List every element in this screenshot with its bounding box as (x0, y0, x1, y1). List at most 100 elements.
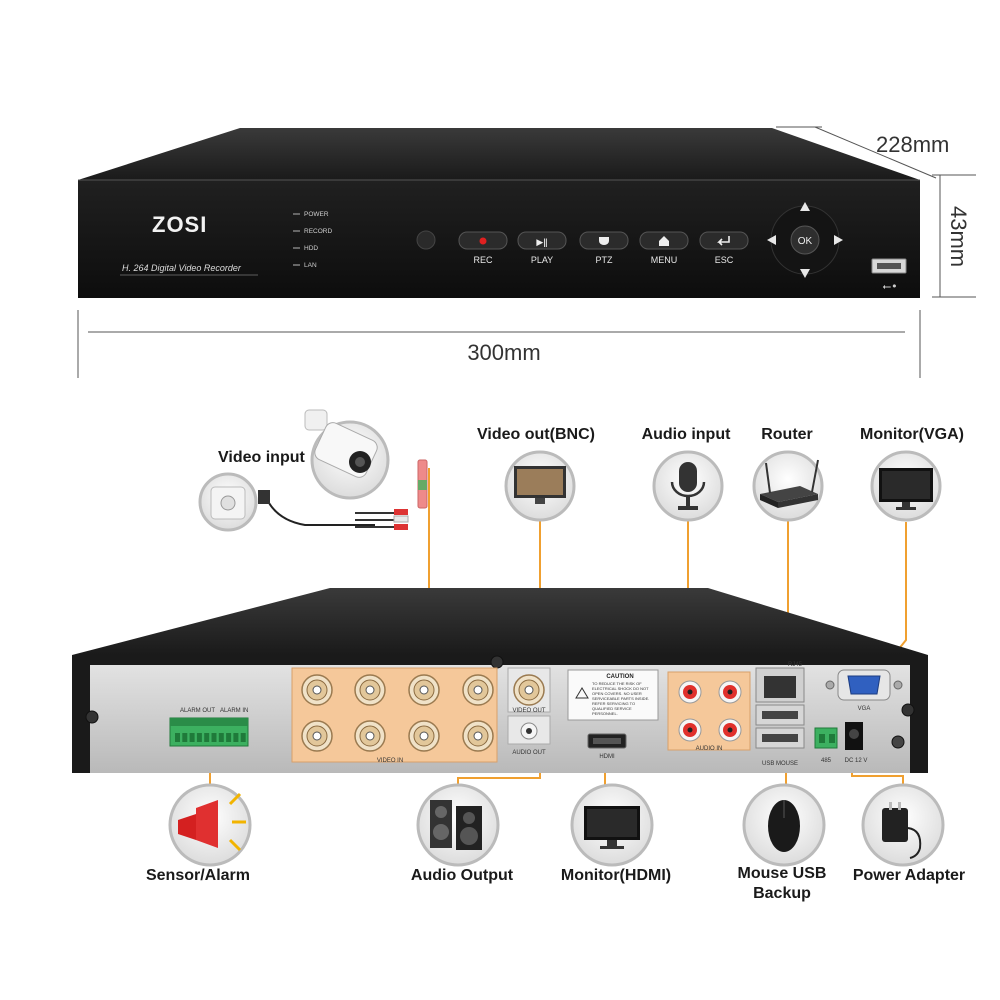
svg-text:VIDEO OUT: VIDEO OUT (512, 708, 545, 714)
play-pause-icon: ▶ǁ (536, 238, 547, 248)
led-hdd: HDD (304, 245, 318, 252)
play-button[interactable]: ▶ǁ PLAY (517, 231, 567, 265)
bnc-connectors (301, 674, 545, 752)
router-label: Router (761, 426, 813, 443)
alarm-screw[interactable] (204, 733, 210, 742)
svg-text:MENU: MENU (651, 255, 678, 265)
rec-button[interactable]: REC (458, 231, 508, 265)
svg-text:AUDIO IN: AUDIO IN (696, 746, 723, 752)
rca-connectors (678, 680, 742, 742)
alarm-screw[interactable] (196, 733, 202, 742)
rs485-screw[interactable] (829, 734, 835, 743)
arrow-left-icon[interactable] (767, 235, 776, 245)
arrow-right-icon[interactable] (834, 235, 843, 245)
ok-button[interactable] (790, 225, 820, 255)
vga-port[interactable]: VGA (825, 669, 903, 712)
sensor-alarm-group: Sensor/Alarm (146, 783, 252, 884)
bnc-port[interactable] (354, 674, 386, 706)
ptz-button[interactable]: PTZ (579, 231, 629, 265)
dvr-top-surface (78, 128, 920, 180)
microphone-icon (670, 462, 706, 510)
height-dimension: 43mm (946, 206, 971, 267)
esc-button[interactable]: ESC (699, 231, 749, 265)
svg-text:CAUTION: CAUTION (606, 674, 633, 680)
monitor-hdmi-label: Monitor(HDMI) (561, 867, 671, 884)
rca-port[interactable] (718, 680, 742, 704)
monitor-hdmi-group: Monitor(HDMI) (561, 783, 671, 884)
arrow-up-icon[interactable] (800, 202, 810, 211)
bnc-port[interactable] (408, 720, 440, 752)
home-icon (659, 236, 669, 246)
bnc-port[interactable] (513, 674, 545, 706)
svg-text:PTZ: PTZ (596, 255, 614, 265)
power-adapter-icon (882, 802, 922, 859)
camera-input-group: Video input (198, 409, 428, 532)
bnc-port[interactable] (408, 674, 440, 706)
audio-input-group: Audio input (642, 426, 732, 522)
svg-text:VGA: VGA (858, 706, 871, 712)
caution-label: CAUTION TO REDUCE THE RISK OF ELECTRICAL… (567, 669, 659, 721)
sensor-alarm-label: Sensor/Alarm (146, 867, 250, 884)
svg-text:RJ45: RJ45 (788, 662, 803, 668)
siren-icon (178, 792, 246, 852)
svg-text:PLAY: PLAY (531, 255, 553, 265)
alarm-screw[interactable] (233, 733, 239, 742)
usb-ports[interactable]: USB MOUSE (755, 704, 805, 767)
terminal-screws (175, 733, 835, 743)
audio-output-group: Audio Output (411, 783, 514, 884)
video-input-label: Video input (218, 449, 305, 466)
arrow-down-icon[interactable] (800, 269, 810, 278)
rca-port[interactable] (678, 718, 702, 742)
dc-power-jack[interactable]: DC 12 V (845, 722, 868, 764)
bnc-port[interactable] (301, 720, 333, 752)
svg-text:HDMI: HDMI (599, 754, 615, 760)
usb-icon: ⭠• (882, 280, 897, 293)
monitor-vga-label: Monitor(VGA) (860, 426, 964, 443)
bnc-port[interactable] (462, 674, 494, 706)
alarm-screw[interactable] (218, 733, 224, 742)
svg-text:REC: REC (473, 255, 493, 265)
svg-text:ALARM OUT: ALARM OUT (180, 708, 215, 714)
svg-text:USB MOUSE: USB MOUSE (762, 761, 798, 767)
svg-text:VIDEO IN: VIDEO IN (377, 758, 403, 764)
alarm-screw[interactable] (182, 733, 188, 742)
audio-input-label: Audio input (642, 426, 732, 443)
router-icon (760, 459, 819, 508)
ir-receiver (416, 230, 436, 250)
bullet-camera-icon (304, 409, 378, 478)
rj45-port[interactable]: RJ45 (755, 662, 805, 703)
alarm-screw[interactable] (226, 733, 232, 742)
alarm-screw[interactable] (189, 733, 195, 742)
front-usb-port[interactable]: ⭠• (871, 258, 907, 293)
mouse-usb-label: Mouse USB (738, 865, 827, 882)
bnc-port[interactable] (354, 720, 386, 752)
alarm-screw[interactable] (211, 733, 217, 742)
alarm-screw[interactable] (240, 733, 246, 742)
rs485-screw[interactable] (819, 734, 825, 743)
video-out-bnc-label: Video out(BNC) (477, 426, 595, 443)
svg-text:DC 12 V: DC 12 V (845, 758, 868, 764)
dimension-lines: 228mm 43mm 300mm (77, 126, 976, 378)
power-adapter-group: Power Adapter (853, 783, 965, 884)
front-dvr: ZOSI H. 264 Digital Video Recorder POWER… (78, 128, 920, 298)
alarm-screw[interactable] (175, 733, 180, 742)
rca-port[interactable] (718, 718, 742, 742)
return-arrow-icon (717, 236, 730, 246)
rca-port[interactable] (678, 680, 702, 704)
menu-button[interactable]: MENU (639, 231, 689, 265)
model-text: H. 264 Digital Video Recorder (122, 263, 242, 273)
ground-screw (891, 735, 905, 749)
dpad[interactable]: OK (767, 202, 843, 278)
bnc-port[interactable] (462, 720, 494, 752)
power-adapter-label: Power Adapter (853, 867, 965, 884)
hdmi-port[interactable]: HDMI (587, 733, 627, 760)
brand-logo: ZOSI (152, 212, 207, 237)
status-leds: POWER RECORD HDD LAN (293, 211, 332, 269)
svg-text:AUDIO OUT: AUDIO OUT (512, 750, 546, 756)
depth-dimension: 228mm (876, 132, 949, 157)
svg-text:ESC: ESC (715, 255, 734, 265)
record-dot-icon (479, 237, 487, 245)
bnc-port[interactable] (301, 674, 333, 706)
back-top-surface (72, 588, 928, 655)
